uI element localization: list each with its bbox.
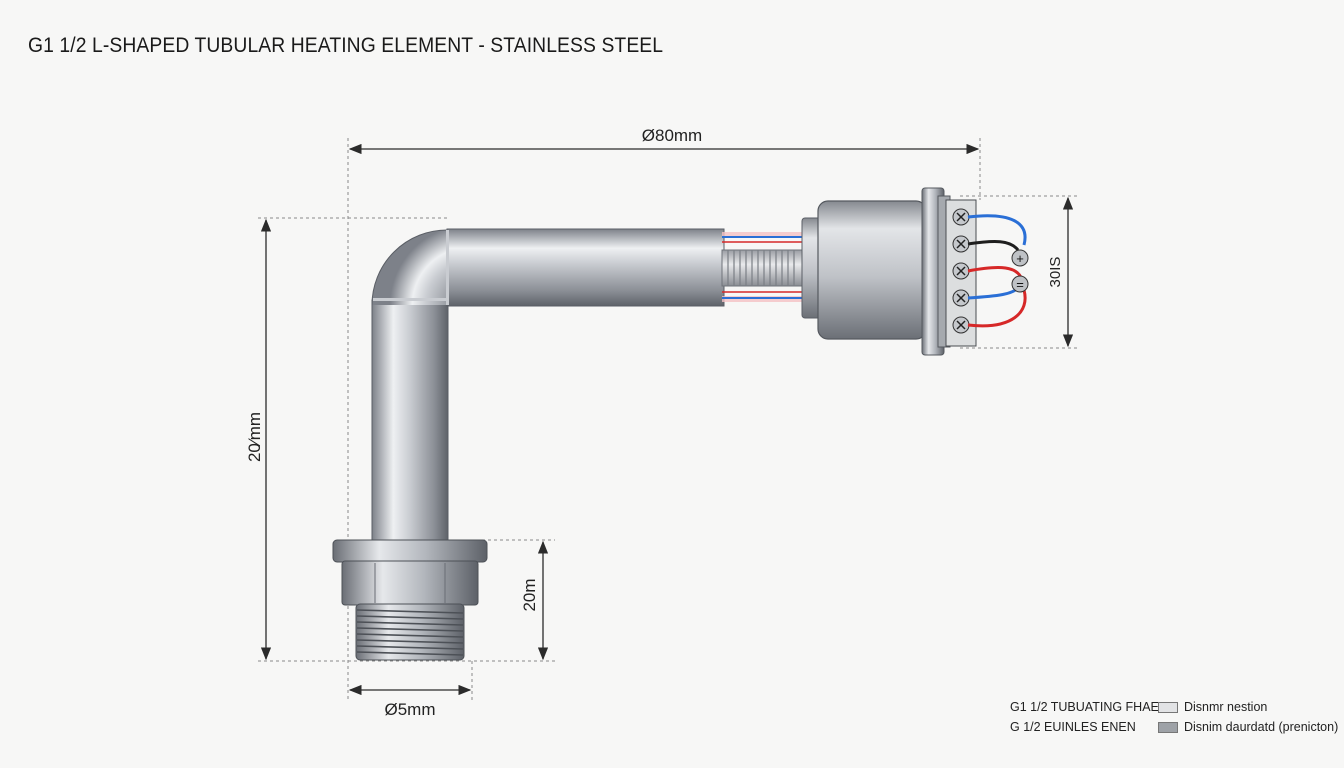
external-wires xyxy=(967,214,1027,328)
heating-tube xyxy=(371,228,725,551)
legend-item-2-label: Disnim daurdatd (prenicton) xyxy=(1184,720,1339,734)
plus-symbol: + xyxy=(1016,251,1024,266)
legend-item-1: Disnmr nestion xyxy=(1158,700,1267,714)
legend-line-1-label: G1 1/2 TUBUATING FHAER xyxy=(1010,700,1168,714)
legend-swatch-2 xyxy=(1158,722,1178,734)
legend-line-2-label: G 1/2 EUINLES ENEN xyxy=(1010,720,1136,734)
page-title: G1 1/2 L-SHAPED TUBULAR HEATING ELEMENT … xyxy=(28,34,664,57)
internal-wires xyxy=(721,232,822,302)
terminal-symbols: + = xyxy=(1011,249,1029,293)
thread-diameter-label: Ø5mm xyxy=(385,700,436,719)
dimension-lines xyxy=(260,143,1074,696)
thread-height-label: 20m xyxy=(520,578,539,611)
terminal-height-label: 30IS xyxy=(1047,257,1064,288)
vertical-height-label: 20⁄mm xyxy=(245,412,264,462)
legend-item-1-label: Disnmr nestion xyxy=(1184,700,1268,714)
extension-lines xyxy=(258,138,1080,700)
equals-symbol: = xyxy=(1016,277,1024,292)
legend-swatch-1 xyxy=(1158,702,1178,714)
top-width-label: Ø80mm xyxy=(642,126,702,145)
legend-item-2: Disnim daurdatd (prenicton) xyxy=(1158,720,1338,734)
threaded-fitting xyxy=(332,539,488,661)
terminal-housing xyxy=(801,187,977,356)
